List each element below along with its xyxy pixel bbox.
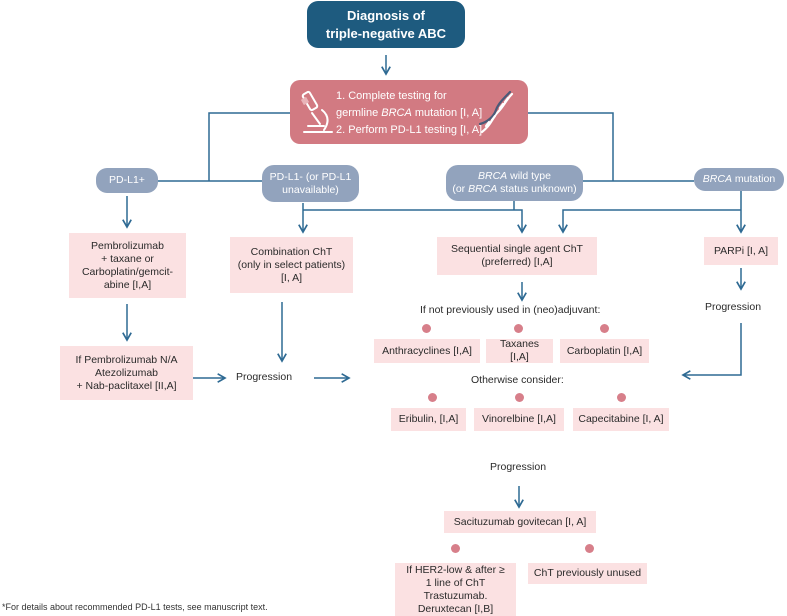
brca-wt-line-2: (or BRCA status unknown) (452, 183, 576, 196)
bullet-dot (428, 393, 437, 402)
bullet-dot (600, 324, 609, 333)
brca-wt-em-2: BRCA (468, 183, 498, 195)
brca-mut-text: mutation (731, 173, 776, 185)
testing-line-3: 2. Perform PD-L1 testing [I, A] (336, 124, 483, 136)
anthracyclines-box: Anthracyclines [I,A] (374, 339, 480, 363)
brca-wt-post-2: status unknown) (497, 183, 577, 195)
testing-line-2-brca: BRCA (381, 107, 412, 119)
dna-icon (478, 90, 514, 134)
otherwise-consider-label: Otherwise consider: (471, 374, 564, 386)
brca-wt-em-1: BRCA (478, 170, 508, 182)
parpi-progression-label: Progression (705, 301, 762, 313)
diagnosis-title: Diagnosis of triple-negative ABC (307, 1, 465, 48)
sacituzumab-box: Sacituzumab govitecan [I, A] (444, 511, 596, 533)
bullet-dot (451, 544, 460, 553)
title-line-1: Diagnosis of (346, 7, 425, 23)
microscope-icon (300, 90, 333, 133)
brca-wt-line-1: BRCA wild type (478, 170, 551, 183)
bullet-dot (585, 544, 594, 553)
testing-instructions: 1. Complete testing for germline BRCA mu… (336, 88, 482, 139)
testing-box: 1. Complete testing for germline BRCA mu… (290, 80, 528, 144)
pdl1-positive-pill: PD-L1+ (96, 168, 158, 193)
her2-low-box: If HER2-low & after ≥ 1 line of ChT Tras… (395, 563, 516, 616)
atezolizumab-box: If Pembrolizumab N/A Atezolizumab + Nab-… (60, 346, 193, 400)
combination-cht-box: Combination ChT (only in select patients… (230, 237, 353, 293)
brca-wt-pre-2: (or (452, 183, 469, 195)
not-previously-used-label: If not previously used in (neo)adjuvant: (420, 304, 601, 316)
brca-wild-type-pill: BRCA wild type (or BRCA status unknown) (446, 165, 583, 201)
brca-mut-em: BRCA (702, 173, 732, 185)
cht-unused-box: ChT previously unused (528, 563, 647, 584)
bullet-dot (514, 324, 523, 333)
brca-mutation-pill: BRCA mutation (694, 168, 784, 191)
pdl1-negative-pill: PD-L1- (or PD-L1 unavailable) (262, 165, 359, 202)
title-line-2: triple-negative ABC (325, 25, 447, 41)
brca-wt-text-1: wild type (507, 170, 551, 182)
brca-mut-line: BRCA mutation (703, 173, 775, 186)
sequential-cht-box: Sequential single agent ChT (preferred) … (437, 237, 597, 275)
testing-line-1: 1. Complete testing for (336, 90, 447, 102)
bullet-dot (515, 393, 524, 402)
progression-label-lower: Progression (490, 461, 547, 473)
progression-label: Progression (236, 371, 293, 383)
eribulin-box: Eribulin, [I,A] (391, 408, 466, 431)
bullet-dot (617, 393, 626, 402)
capecitabine-box: Capecitabine [I, A] (573, 408, 669, 431)
taxanes-box: Taxanes [I,A] (486, 338, 553, 363)
pembrolizumab-box: Pembrolizumab + taxane or Carboplatin/ge… (69, 233, 186, 298)
testing-line-2: germline BRCA mutation [I, A] (336, 105, 482, 122)
testing-line-2-post: mutation [I, A] (411, 107, 483, 119)
footnote: *For details about recommended PD-L1 tes… (2, 602, 268, 612)
carboplatin-box: Carboplatin [I,A] (560, 339, 649, 363)
testing-line-2-pre: germline (336, 107, 382, 119)
vinorelbine-box: Vinorelbine [I,A] (474, 408, 564, 431)
parpi-box: PARPi [I, A] (704, 237, 778, 265)
bullet-dot (422, 324, 431, 333)
